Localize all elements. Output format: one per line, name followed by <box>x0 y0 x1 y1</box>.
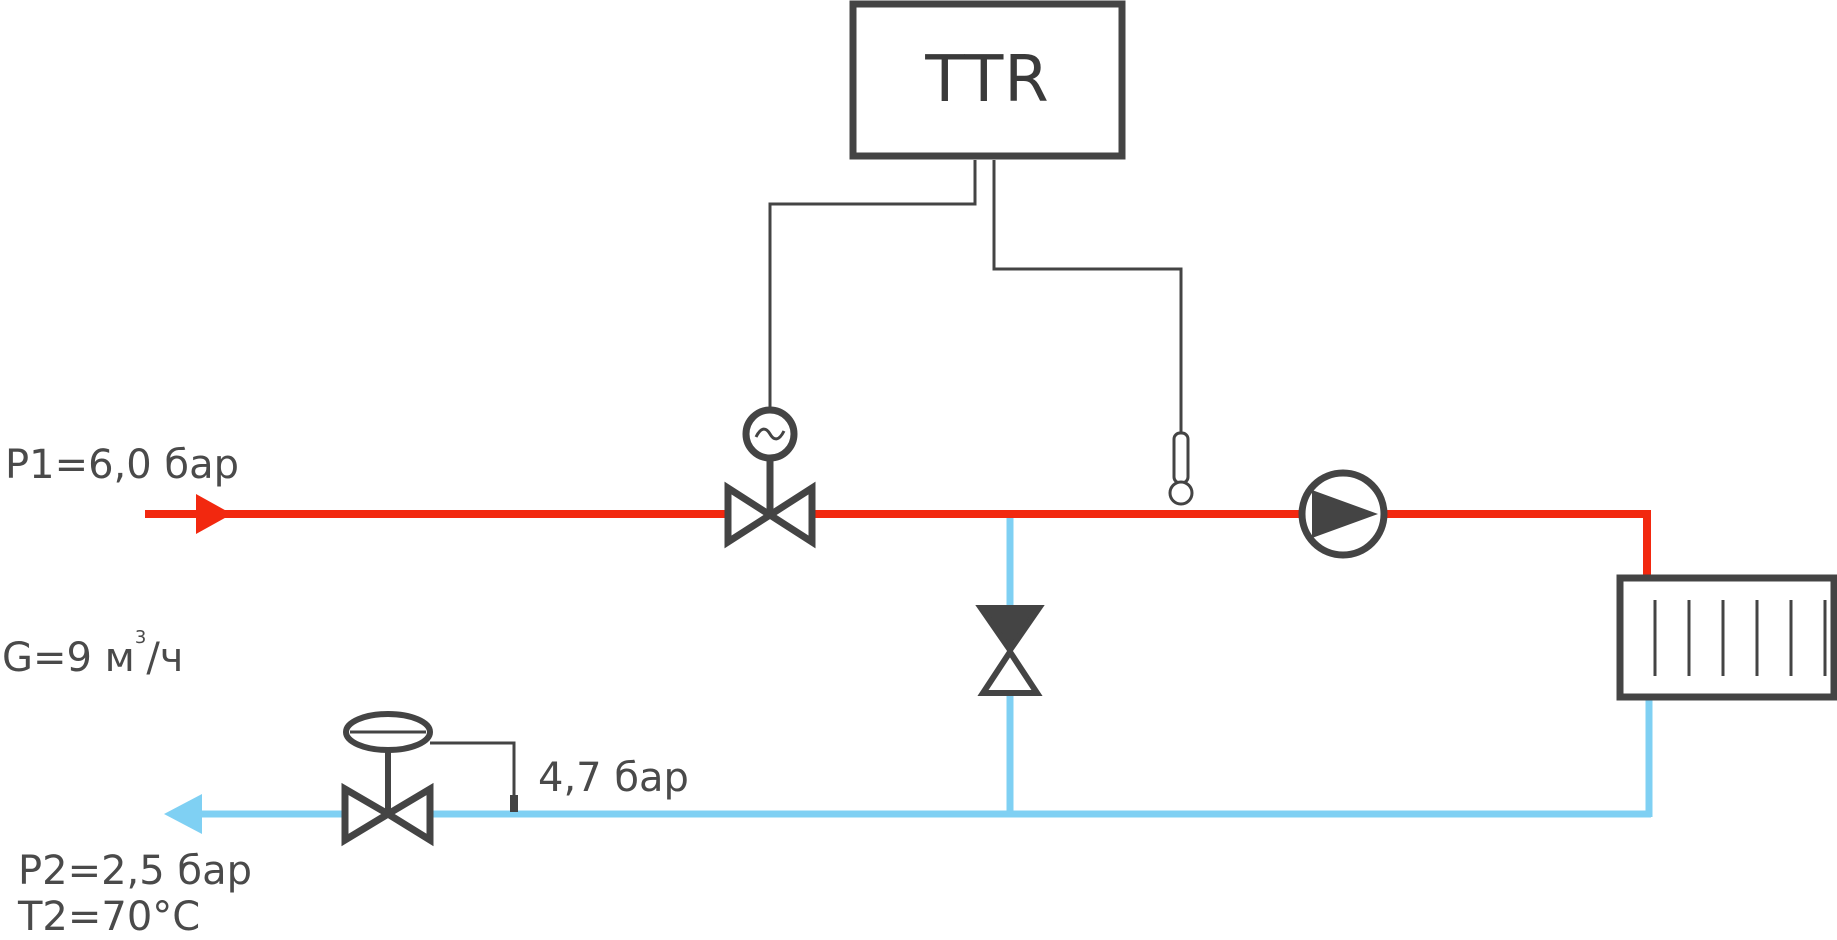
signal-wires <box>768 160 1183 433</box>
label-flow-rate: G=9 м3/ч <box>2 628 184 681</box>
label-flow-rate-sup: 3 <box>134 626 147 648</box>
label-return-temperature: T2=70°С <box>18 897 200 937</box>
signal-wire-sensor <box>992 160 1183 433</box>
arrow-right-icon <box>196 494 232 534</box>
control-valve-icon <box>724 481 816 549</box>
supply-line <box>145 510 1651 578</box>
diaphragm-icon <box>343 711 433 753</box>
label-return-pressure-text: P2=2,5 бар <box>18 848 252 894</box>
motor-actuator-icon <box>742 406 798 462</box>
label-supply-pressure-text: P1=6,0 бар <box>5 442 239 488</box>
thermometer-icon <box>1168 431 1194 506</box>
label-flow-rate-prefix: G=9 м <box>2 635 135 681</box>
label-intermediate-pressure: 4,7 бар <box>538 758 689 798</box>
label-intermediate-pressure-text: 4,7 бар <box>538 755 689 801</box>
balancing-valve-icon <box>975 605 1045 696</box>
radiator-icon <box>1616 574 1837 701</box>
label-return-pressure: P2=2,5 бар <box>18 851 252 891</box>
label-supply-pressure: P1=6,0 бар <box>5 445 239 485</box>
impulse-tap <box>510 795 518 812</box>
return-line <box>190 518 1653 818</box>
circulation-pump-icon <box>1298 469 1388 559</box>
controller-label: TTR <box>925 43 1050 117</box>
pressure-regulator-icon <box>341 782 434 847</box>
label-return-temperature-unit: °С <box>152 894 201 940</box>
label-return-temperature-prefix: T2=70 <box>18 894 153 940</box>
arrow-left-icon <box>164 794 202 834</box>
label-flow-rate-suffix: /ч <box>146 635 184 681</box>
signal-wire-valve <box>768 160 977 408</box>
impulse-line <box>430 741 516 797</box>
controller-box <box>849 0 1126 160</box>
